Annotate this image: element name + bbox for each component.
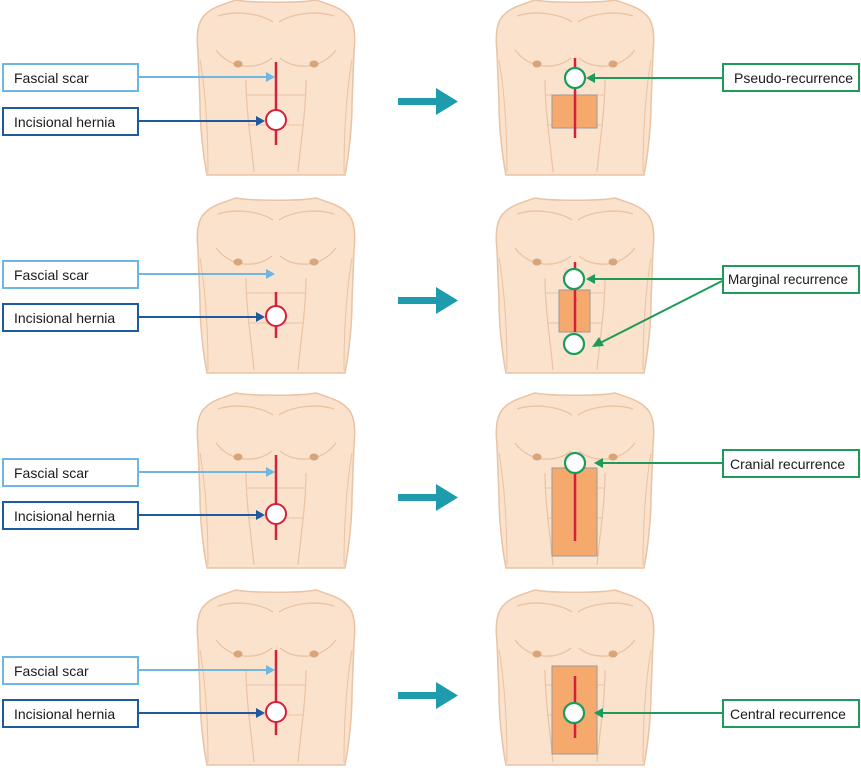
recurrence-arrowhead-icon [586,73,595,83]
row-marginal-recurrence [139,197,723,374]
incisional-hernia-marker [265,701,287,723]
fascial-scar-label: Fascial scar [2,458,139,487]
incisional-hernia-label: Incisional hernia [2,107,139,136]
row-pseudo-recurrence [139,0,722,176]
hernia-arrowhead-icon [256,116,265,126]
recurrence-marker [563,451,587,475]
recurrence-arrowhead-icon [592,337,604,347]
recurrence-marker [563,66,587,90]
right-arrow-icon [398,88,458,115]
incisional-hernia-label: Incisional hernia [2,303,139,332]
upper-recurrence-marker [562,267,586,291]
fascial-scar-arrowhead-icon [266,665,275,675]
hernia-arrowhead-icon [256,708,265,718]
fascial-scar-arrowhead-icon [266,269,275,279]
fascial-scar-arrowhead-icon [266,467,275,477]
incisional-hernia-marker [265,109,287,131]
row-cranial-recurrence [139,392,722,569]
recurrence-marker [562,701,586,725]
lower-recurrence-marker [562,332,586,356]
recurrence-arrowhead-icon [594,458,603,468]
recurrence-arrow-lower [599,280,723,344]
row-central-recurrence [139,589,722,766]
marginal-recurrence-label: Marginal recurrence [722,265,860,294]
incisional-hernia-marker [265,305,287,327]
fascial-scar-label: Fascial scar [2,63,139,92]
right-arrow-icon [398,682,458,709]
hernia-arrowhead-icon [256,510,265,520]
fascial-scar-arrowhead-icon [266,72,275,82]
central-recurrence-label: Central recurrence [722,699,860,728]
pseudo-recurrence-label: Pseudo-recurrence [722,63,860,92]
recurrence-arrowhead-icon [586,274,595,284]
incisional-hernia-label: Incisional hernia [2,501,139,530]
fascial-scar-label: Fascial scar [2,260,139,289]
incisional-hernia-label: Incisional hernia [2,699,139,728]
hernia-arrowhead-icon [256,312,265,322]
right-arrow-icon [398,484,458,511]
right-arrow-icon [398,287,458,314]
torso-before-illustration [196,197,356,374]
fascial-scar-label: Fascial scar [2,656,139,685]
incisional-hernia-marker [265,503,287,525]
cranial-recurrence-label: Cranial recurrence [722,449,860,478]
recurrence-arrowhead-icon [594,708,603,718]
